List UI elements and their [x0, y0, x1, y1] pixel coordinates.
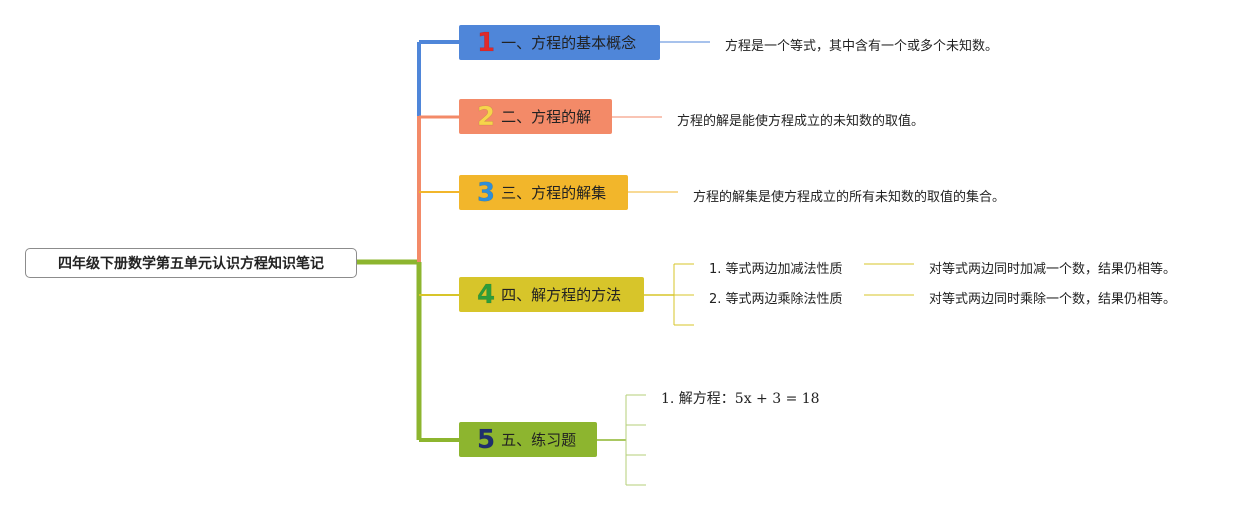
branch-4-sub-2[interactable]: 2. 等式两边乘除法性质 [709, 292, 843, 307]
branch-2-label: 二、方程的解 [501, 108, 592, 126]
branch-3-note[interactable]: 方程的解集是使方程成立的所有未知数的取值的集合。 [693, 190, 1006, 205]
branch-3-topic[interactable]: 3 三、方程的解集 [459, 175, 628, 210]
branch-5-label: 五、练习题 [501, 431, 577, 449]
branch-5-sub-1[interactable]: 1. 解方程：5x + 3 = 18 [661, 391, 820, 407]
branch-2-note[interactable]: 方程的解是能使方程成立的未知数的取值。 [677, 114, 925, 129]
branch-4-sub-2-note[interactable]: 对等式两边同时乘除一个数，结果仍相等。 [929, 292, 1177, 307]
branch-2-number: 2 [477, 101, 496, 132]
branch-1-number: 1 [477, 27, 496, 58]
branch-4-label: 四、解方程的方法 [501, 286, 622, 304]
branch-3-label: 三、方程的解集 [501, 184, 607, 202]
branch-5-number: 5 [477, 424, 496, 455]
branch-5-topic[interactable]: 5 五、练习题 [459, 422, 597, 457]
branch-4-sub-1-note[interactable]: 对等式两边同时加减一个数，结果仍相等。 [929, 262, 1177, 277]
branch-1-topic[interactable]: 1 一、方程的基本概念 [459, 25, 660, 60]
branch-1-note[interactable]: 方程是一个等式，其中含有一个或多个未知数。 [725, 39, 999, 54]
branch-4-sub-1[interactable]: 1. 等式两边加减法性质 [709, 262, 843, 277]
branch-3-number: 3 [477, 177, 496, 208]
root-topic[interactable]: 四年级下册数学第五单元认识方程知识笔记 [25, 248, 357, 278]
branch-1-label: 一、方程的基本概念 [501, 34, 637, 52]
branch-2-topic[interactable]: 2 二、方程的解 [459, 99, 612, 134]
root-topic-label: 四年级下册数学第五单元认识方程知识笔记 [58, 256, 324, 272]
branch-4-topic[interactable]: 4 四、解方程的方法 [459, 277, 644, 312]
branch-4-number: 4 [477, 279, 496, 310]
